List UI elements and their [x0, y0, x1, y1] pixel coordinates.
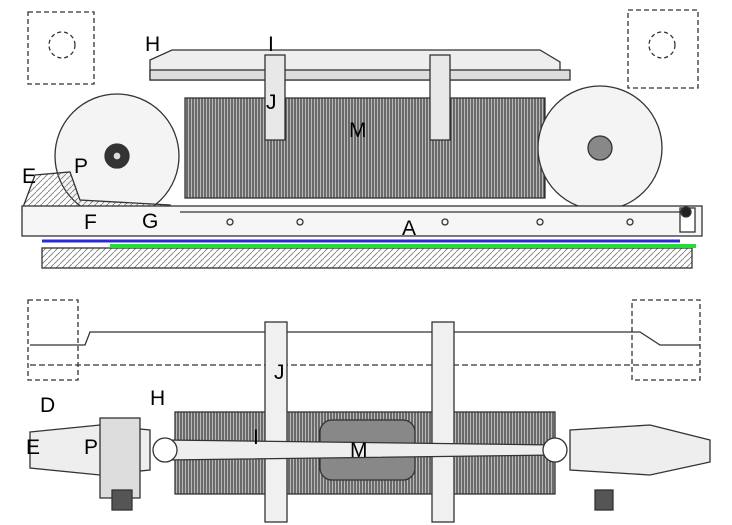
pulley-P-bottom	[99, 417, 141, 499]
label-A: A	[402, 217, 417, 240]
base-A	[21, 205, 703, 237]
coil-M	[184, 97, 546, 199]
label-I-top: I	[268, 33, 274, 56]
label-J-top: J	[266, 91, 277, 114]
label-G: G	[142, 210, 159, 233]
left-bracket	[27, 11, 95, 85]
strap-J-right	[429, 54, 451, 141]
bottom-view	[27, 299, 711, 523]
label-M-bottom: M	[350, 439, 368, 462]
label-P-bottom: P	[84, 436, 99, 459]
label-I-bottom: I	[253, 426, 259, 449]
strap-J-bottom-left	[264, 321, 288, 523]
label-E-top: E	[22, 165, 37, 188]
ground	[41, 247, 693, 269]
label-H-top: H	[145, 33, 161, 56]
label-E-bottom: E	[26, 436, 41, 459]
label-F: F	[84, 211, 97, 234]
strap-J-left	[264, 54, 286, 141]
label-J-bottom: J	[274, 361, 285, 384]
label-M-top: M	[349, 119, 367, 142]
label-H-bottom: H	[150, 387, 166, 410]
strap-J-bottom-right	[431, 321, 455, 523]
right-bracket	[627, 9, 699, 89]
top-view	[21, 9, 703, 269]
label-D: D	[40, 394, 56, 417]
label-P-top: P	[74, 155, 89, 178]
